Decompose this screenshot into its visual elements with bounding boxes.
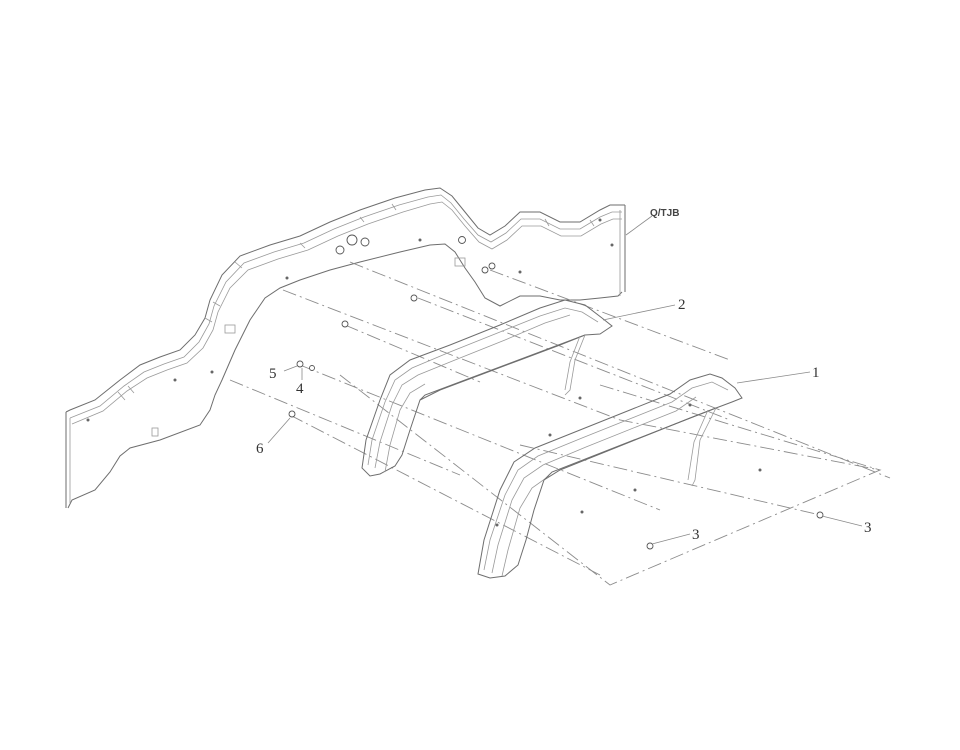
leader-lines: [267, 215, 863, 545]
fender-part-2: [361, 299, 613, 477]
callout-5: 5: [269, 366, 277, 382]
assembly-centerlines: [229, 261, 891, 586]
callout-3-right: 3: [864, 520, 872, 536]
callout-1: 1: [812, 365, 820, 381]
callout-4: 4: [296, 381, 304, 397]
frame-rail: [65, 187, 626, 509]
frame-tag-label: Q/TJB: [650, 208, 679, 219]
callout-2: 2: [678, 297, 686, 313]
callout-6: 6: [256, 441, 264, 457]
hardware: [288, 294, 824, 550]
fender-part-1: [477, 373, 743, 579]
callout-3-left: 3: [692, 527, 700, 543]
